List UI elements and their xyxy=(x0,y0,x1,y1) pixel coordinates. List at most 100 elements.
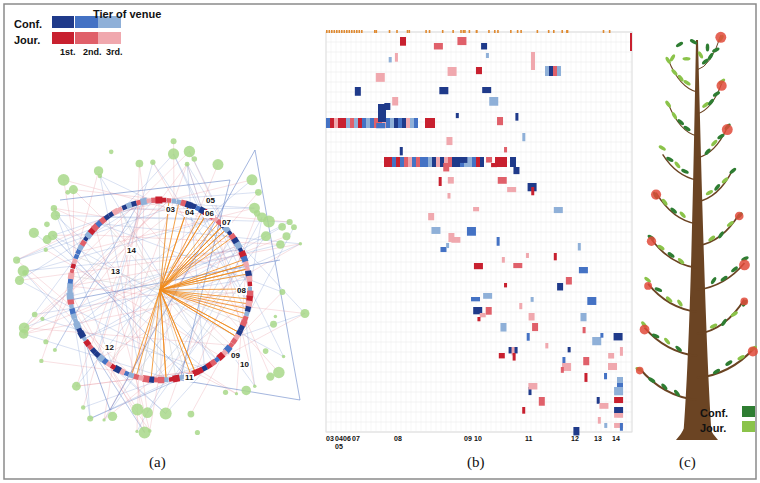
citation-spoke xyxy=(160,213,207,290)
grid-line xyxy=(326,342,632,343)
grid-line xyxy=(326,372,632,373)
top-tick xyxy=(494,30,496,33)
link-line xyxy=(73,190,231,346)
grid-line xyxy=(326,242,632,243)
author-dot xyxy=(48,231,58,241)
author-dot xyxy=(87,416,93,422)
author-dot xyxy=(53,348,57,352)
paper-square xyxy=(69,308,76,315)
paper-cell xyxy=(579,267,588,273)
paper-square xyxy=(67,288,72,293)
paper-cell xyxy=(362,118,366,128)
inner-line xyxy=(120,209,160,290)
year-label: 05 xyxy=(205,197,216,205)
top-tick xyxy=(339,30,341,33)
paper-cell xyxy=(330,118,334,128)
paper-cell xyxy=(467,227,476,236)
link-line xyxy=(24,220,103,327)
link-line xyxy=(17,203,184,260)
paper-cell xyxy=(557,66,561,76)
grid-line xyxy=(326,192,632,193)
tree-branch xyxy=(668,104,697,136)
tier-swatch xyxy=(75,32,98,44)
link-line xyxy=(70,286,305,313)
author-dot xyxy=(188,411,195,418)
author-dot xyxy=(58,174,70,186)
citation-spoke xyxy=(160,290,239,333)
axis-year: 08 xyxy=(394,435,402,442)
paper-cell xyxy=(486,307,492,315)
tier-label: 2nd. xyxy=(83,48,102,57)
paper-cell xyxy=(519,303,522,309)
year-label: 03 xyxy=(165,206,176,214)
link-line xyxy=(234,292,282,341)
top-tick xyxy=(520,30,522,33)
leaf xyxy=(709,323,718,330)
paper-cell xyxy=(583,357,589,365)
leaf xyxy=(663,337,671,345)
paper-cell xyxy=(549,66,553,76)
top-tick xyxy=(351,30,353,33)
top-tick xyxy=(331,30,333,33)
link-line xyxy=(90,368,204,418)
author-dot xyxy=(51,205,57,211)
grid-line xyxy=(326,232,632,233)
inner-line xyxy=(141,290,160,378)
leaf xyxy=(711,47,720,54)
inner-line xyxy=(159,200,160,290)
paper-cell xyxy=(587,297,596,305)
top-tick xyxy=(329,30,331,33)
paper-cell xyxy=(346,118,350,128)
grid-line xyxy=(326,352,632,353)
author-dot xyxy=(22,270,27,275)
tree-branch xyxy=(697,349,753,378)
paper-cell xyxy=(376,73,385,82)
axis-year: 10 xyxy=(474,435,482,442)
year-label: 07 xyxy=(221,219,232,227)
tree-fruit xyxy=(715,32,726,43)
leaf xyxy=(675,41,684,48)
top-tick xyxy=(356,30,358,33)
top-tick xyxy=(469,30,471,33)
paper-cell xyxy=(522,133,525,141)
author-dot xyxy=(195,430,200,435)
paper-cell xyxy=(468,157,472,167)
leaf xyxy=(729,167,738,175)
paper-cell xyxy=(480,157,484,167)
grid-line xyxy=(326,212,632,213)
leaf xyxy=(665,156,674,163)
paper-cell xyxy=(439,177,442,186)
paper-cell xyxy=(473,207,479,211)
author-dot xyxy=(266,372,274,380)
paper-cell xyxy=(416,157,420,167)
link-line xyxy=(70,244,300,286)
leaf xyxy=(717,231,724,240)
panel-caption: (a) xyxy=(149,455,166,470)
citation-spoke xyxy=(160,213,207,290)
paper-cell xyxy=(532,323,538,331)
grid-line xyxy=(326,62,632,63)
top-tick xyxy=(442,30,444,33)
leaf xyxy=(712,368,721,375)
paper-cell xyxy=(557,283,563,290)
paper-cell xyxy=(398,118,402,128)
year-label: 06 xyxy=(204,210,215,218)
grid-line xyxy=(326,82,632,83)
top-tick xyxy=(566,30,568,33)
paper-cell xyxy=(425,118,435,128)
paper-cell xyxy=(395,53,398,62)
grid-line xyxy=(326,132,632,133)
top-tick xyxy=(425,30,427,33)
citation-spoke xyxy=(160,290,237,337)
leaf xyxy=(706,44,710,52)
citation-spoke xyxy=(160,229,226,290)
paper-cell xyxy=(614,397,623,403)
paper-cell xyxy=(489,97,498,106)
paper-cell xyxy=(528,383,537,389)
paper-cell xyxy=(527,333,530,341)
legend-text: Jour. xyxy=(700,423,726,434)
paper-cell xyxy=(497,117,503,125)
leaf xyxy=(683,79,692,86)
paper-square xyxy=(67,283,73,289)
year-label: 04 xyxy=(184,209,195,217)
